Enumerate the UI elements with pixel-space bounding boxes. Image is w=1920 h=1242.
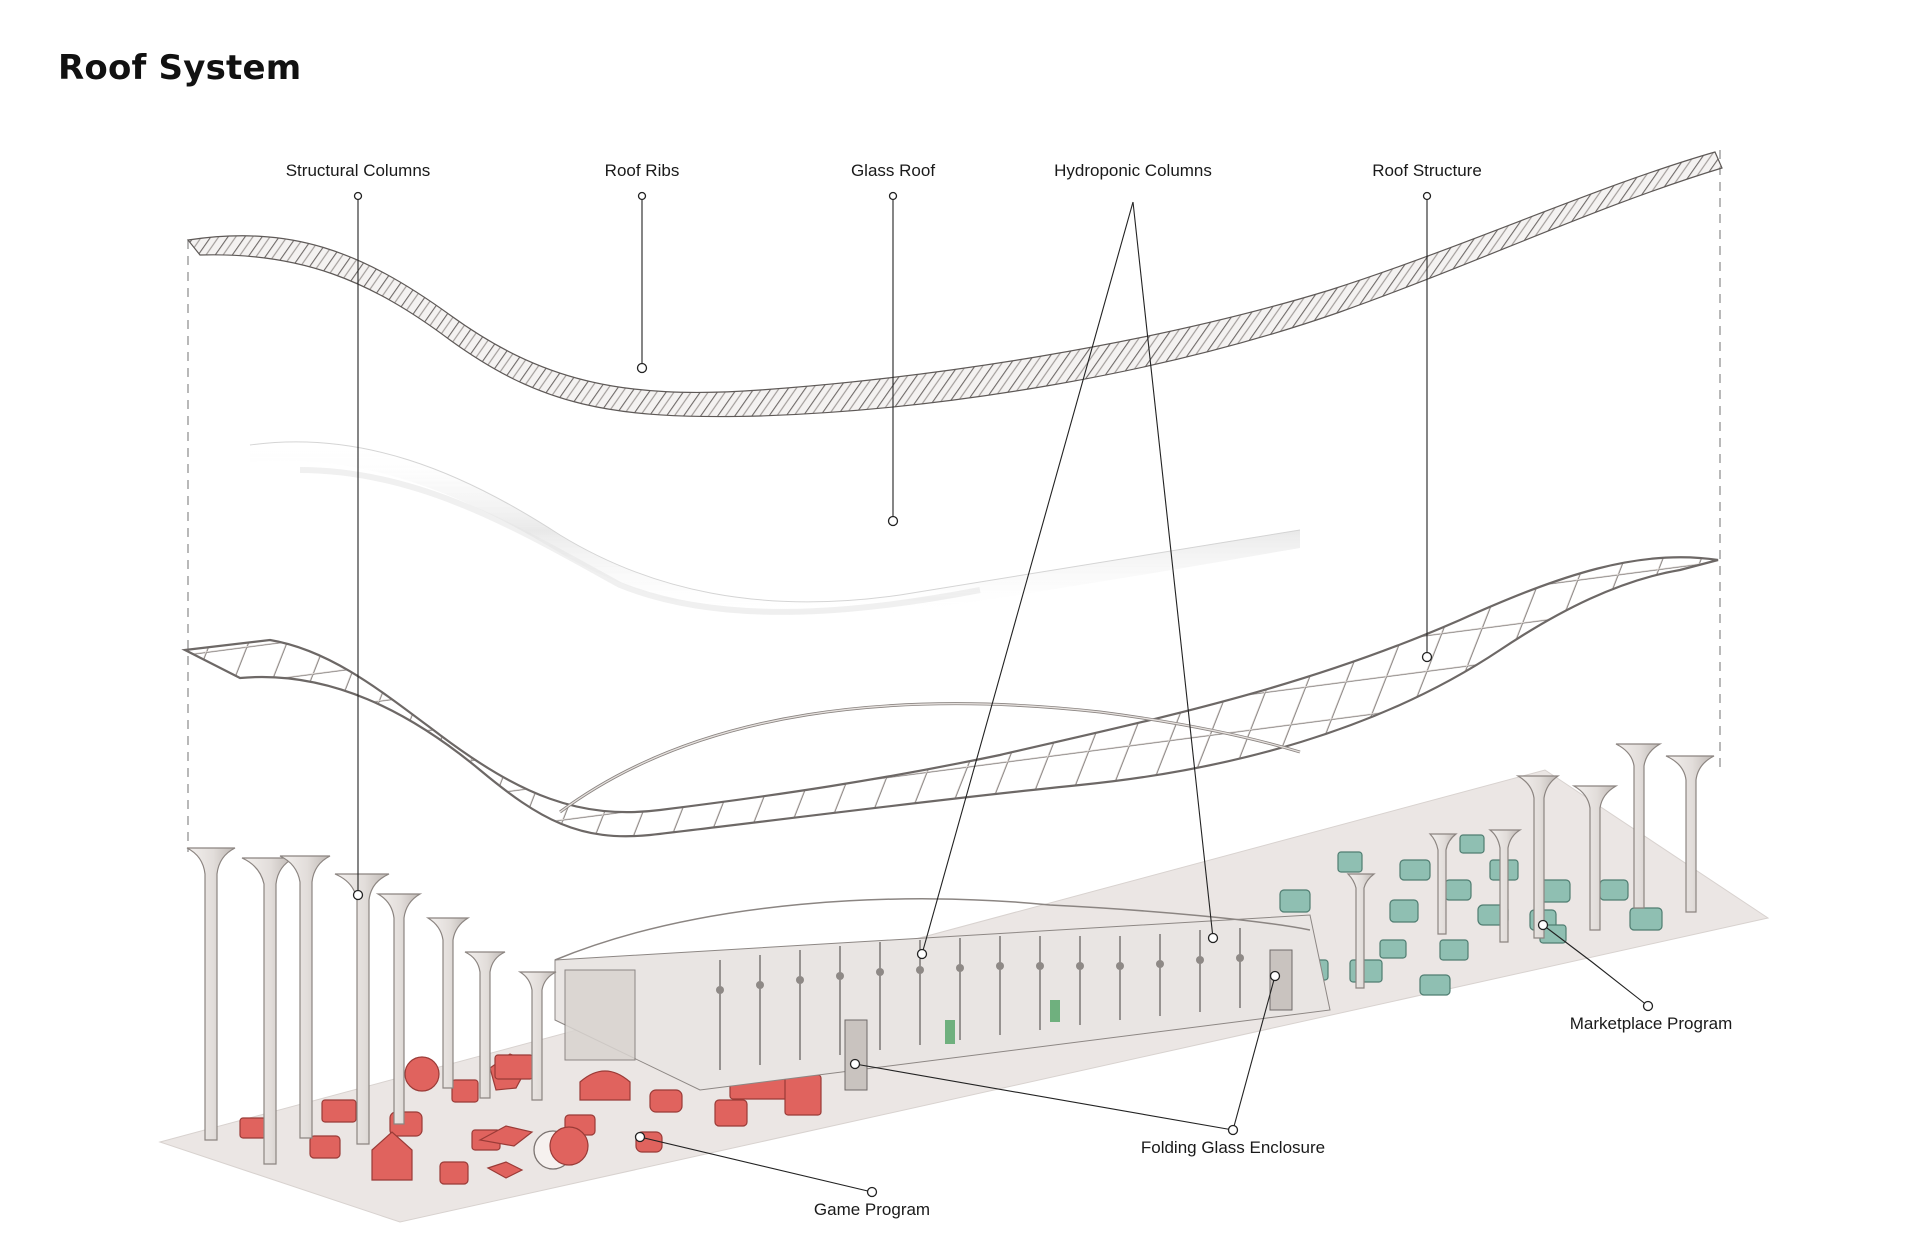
leader-lines <box>357 196 1649 1193</box>
leader-dots <box>352 191 1654 1198</box>
label-roof-ribs: Roof Ribs <box>605 161 680 180</box>
label-structural-columns: Structural Columns <box>286 161 431 180</box>
roof-structure-layer <box>181 556 1719 838</box>
label-marketplace-program: Marketplace Program <box>1570 1014 1733 1033</box>
page-title: Roof System <box>58 48 302 88</box>
roof-ribs-layer <box>186 151 1723 418</box>
game-drum <box>533 1126 589 1170</box>
label-folding-glass-enclosure: Folding Glass Enclosure <box>1141 1138 1325 1157</box>
dashed-extent-lines <box>187 150 1721 852</box>
glass-roof-layer <box>249 441 1301 619</box>
label-glass-roof: Glass Roof <box>851 161 935 180</box>
structural-columns <box>186 743 1715 1165</box>
label-game-program: Game Program <box>814 1200 930 1219</box>
label-hydroponic-columns: Hydroponic Columns <box>1054 161 1212 180</box>
central-pavilion <box>554 898 1331 1091</box>
game-program-objects <box>239 1053 822 1185</box>
label-roof-structure: Roof Structure <box>1372 161 1482 180</box>
